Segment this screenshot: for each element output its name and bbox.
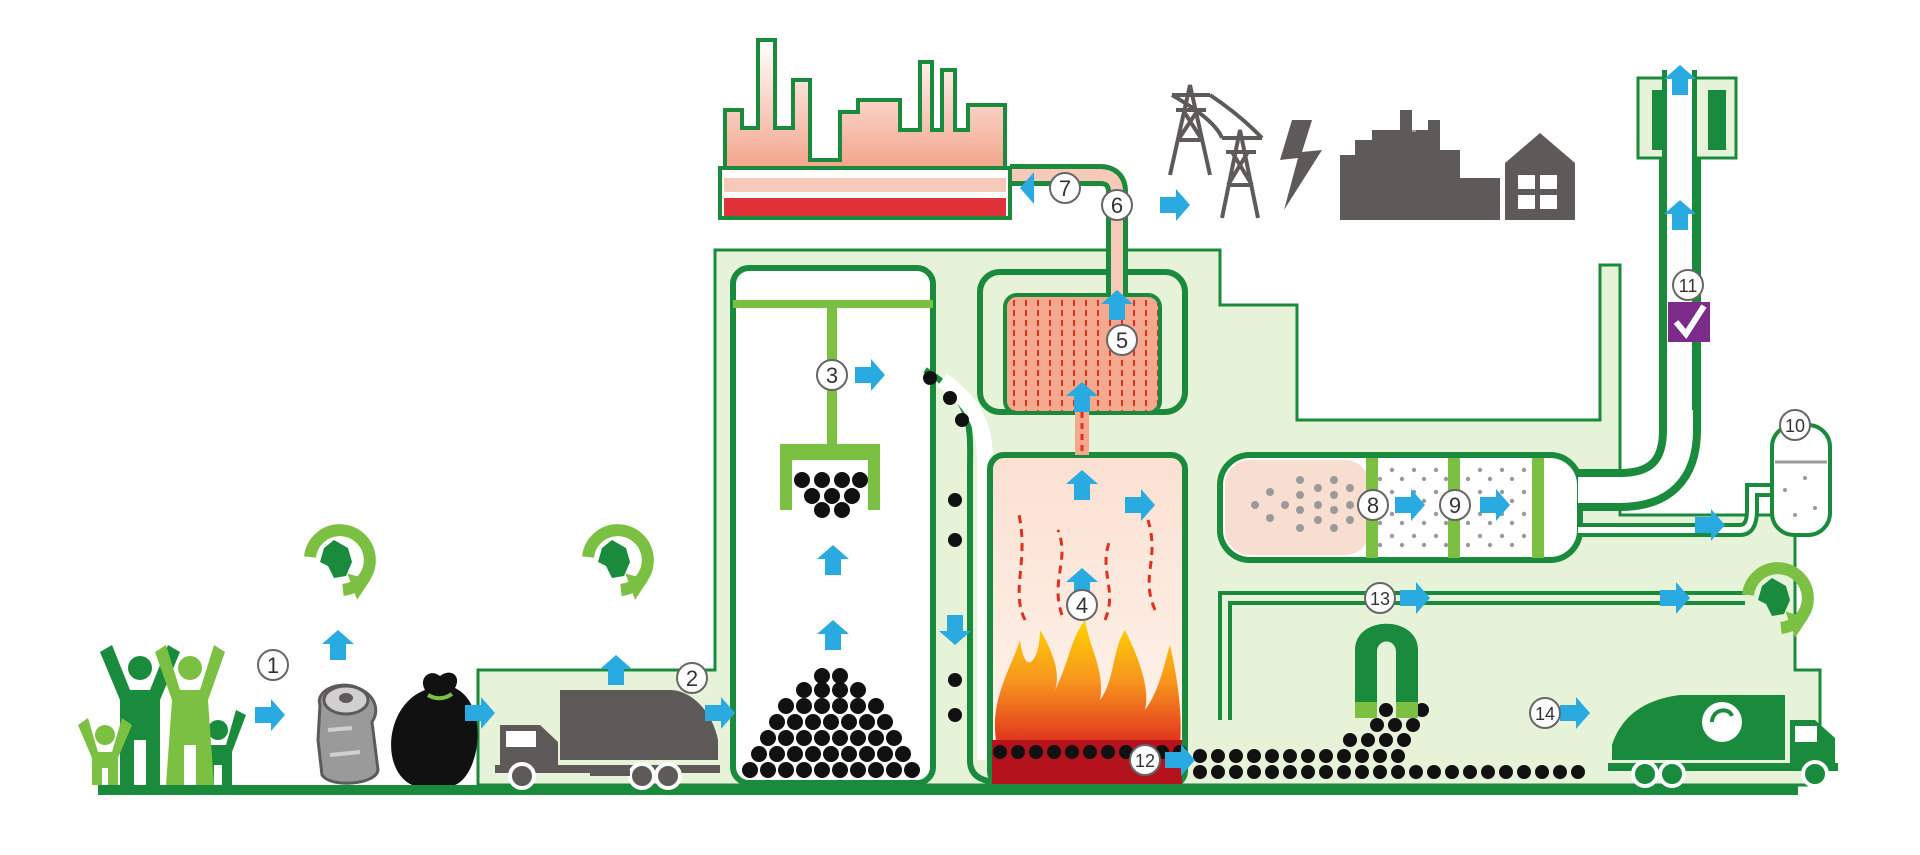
pylon-icon: [1168, 84, 1264, 219]
svg-text:8: 8: [1367, 493, 1379, 518]
particulates: [1251, 476, 1354, 532]
svg-text:13: 13: [1370, 589, 1390, 609]
step-marker-14: 14: [1529, 697, 1561, 729]
step-marker-8: 8: [1357, 489, 1389, 521]
house-icon: [1505, 133, 1575, 220]
waste-pile: [742, 668, 920, 778]
step-marker-1: 1: [257, 649, 289, 681]
svg-text:11: 11: [1679, 276, 1698, 296]
factory-icon: [718, 38, 1012, 220]
recycle-wales-icon: [582, 524, 654, 600]
svg-text:12: 12: [1135, 751, 1155, 771]
step-marker-10: 10: [1779, 409, 1811, 441]
stack-icon: [1636, 70, 1738, 410]
recycle-wales-icon: [1742, 562, 1814, 638]
step-marker-9: 9: [1439, 489, 1471, 521]
step-marker-3: 3: [816, 359, 848, 391]
flames-icon: [994, 620, 1181, 745]
svg-text:5: 5: [1116, 328, 1128, 353]
step-marker-5: 5: [1106, 324, 1138, 356]
filter-3: [1532, 458, 1544, 558]
lightning-icon: [1280, 120, 1322, 210]
svg-text:14: 14: [1535, 704, 1555, 724]
svg-text:10: 10: [1785, 416, 1805, 436]
rubbish-bag-icon: [391, 672, 478, 785]
waste-bunker: [730, 265, 936, 786]
svg-text:4: 4: [1076, 593, 1088, 618]
svg-text:3: 3: [826, 363, 838, 388]
magnet-icon: [1355, 623, 1418, 718]
svg-text:1: 1: [267, 653, 279, 678]
people-icon: [78, 645, 246, 785]
svg-text:9: 9: [1449, 493, 1461, 518]
checkmark-icon: [1668, 302, 1710, 342]
refuse-truck-icon: [495, 690, 720, 790]
step-marker-13: 13: [1364, 582, 1396, 614]
ground-line: [98, 785, 1798, 795]
hot-gas-lines: [1016, 509, 1157, 621]
chute-waste: [923, 371, 969, 722]
step-marker-7: 7: [1049, 172, 1081, 204]
step-marker-6: 6: [1101, 189, 1133, 221]
industry-icon: [1340, 110, 1500, 220]
svg-text:2: 2: [686, 666, 698, 691]
can-icon: [316, 683, 380, 785]
svg-text:7: 7: [1059, 176, 1071, 201]
recycling-truck-icon: [1608, 695, 1838, 788]
silo-icon: [1770, 423, 1832, 537]
svg-text:6: 6: [1111, 193, 1123, 218]
step-marker-2: 2: [676, 662, 708, 694]
recycle-wales-icon: [304, 524, 376, 600]
step-marker-12: 12: [1129, 744, 1161, 776]
grabbed-waste: [794, 472, 868, 518]
step-marker-4: 4: [1066, 589, 1098, 621]
step-marker-11: 11: [1672, 269, 1704, 301]
